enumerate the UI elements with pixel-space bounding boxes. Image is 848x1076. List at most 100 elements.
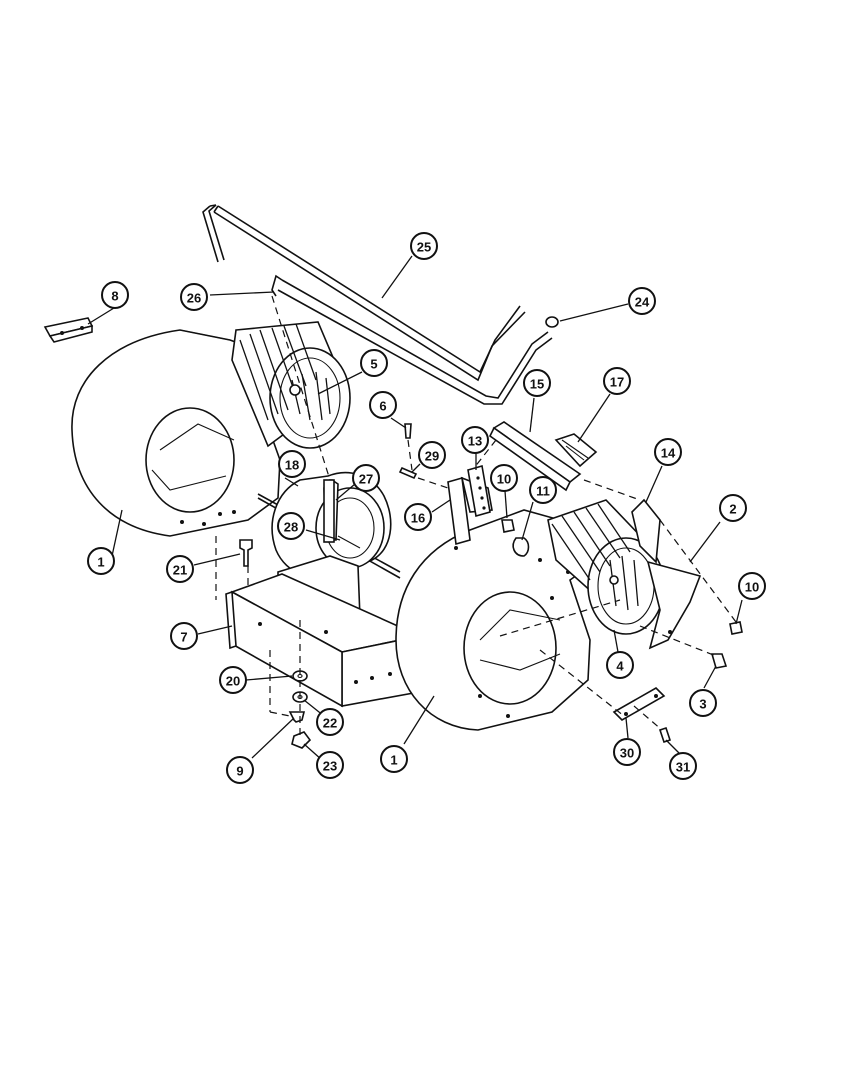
callout-label: 2 [729,502,736,517]
rod-part-25 [202,204,526,382]
callout-circle [87,547,115,575]
callout-label: 20 [226,674,240,689]
callout-label: 13 [468,434,482,449]
callout-20: 20 [219,666,247,694]
callout-25: 25 [410,232,438,260]
callout-circle [461,426,489,454]
callout-label: 8 [111,289,118,304]
cap-part-24 [545,316,559,328]
callout-label: 31 [676,760,690,775]
label-part-17 [554,433,598,468]
callout-1: 1 [380,745,408,773]
callout-6: 6 [369,391,397,419]
callout-label: 25 [417,240,431,255]
callout-circle [369,391,397,419]
callout-28: 28 [277,512,305,540]
callout-label: 27 [359,472,373,487]
callout-label: 29 [425,449,439,464]
callout-24: 24 [628,287,656,315]
callout-4: 4 [606,651,634,679]
callout-circle [316,751,344,779]
callout-5: 5 [360,349,388,377]
callout-label: 17 [610,375,624,390]
callout-circle [669,752,697,780]
callout-3: 3 [689,689,717,717]
callout-14: 14 [654,438,682,466]
callout-17: 17 [603,367,631,395]
base-plate-part-7 [225,573,431,708]
callout-label: 23 [323,759,337,774]
callout-13: 13 [461,426,489,454]
rod-part-26 [271,274,553,405]
callout-label: 16 [411,511,425,526]
callout-circle [278,450,306,478]
callout-15: 15 [523,369,551,397]
leader-lines [87,255,743,761]
bracket-part-13 [467,464,491,518]
callout-circle [170,622,198,650]
callout-circle [654,438,682,466]
callout-label: 21 [173,563,187,578]
callout-label: 3 [699,697,706,712]
callout-21: 21 [166,555,194,583]
screw-part-3 [710,653,728,669]
nut-part-10-upper [501,519,515,533]
callout-9: 9 [226,756,254,784]
clip-part-11 [512,537,530,557]
callout-circle [523,369,551,397]
callout-circle [606,651,634,679]
callout-circle [277,512,305,540]
callout-circle [316,708,344,736]
callout-circle [689,689,717,717]
nut-part-23 [291,731,312,749]
callout-label: 11 [536,484,550,499]
callout-circle [180,283,208,311]
callout-circle [360,349,388,377]
callout-23: 23 [316,751,344,779]
callout-circle [352,464,380,492]
callout-26: 26 [180,283,208,311]
callout-label: 10 [497,472,511,487]
callout-circle [490,464,518,492]
callout-30: 30 [613,738,641,766]
callout-label: 6 [379,399,386,414]
bracket-part-30 [612,687,666,721]
callout-label: 9 [236,764,243,779]
callout-10: 10 [738,572,766,600]
callout-label: 7 [180,630,187,645]
callout-circle [166,555,194,583]
callout-11: 11 [529,476,557,504]
callout-circle [219,666,247,694]
bolt-part-21 [239,539,253,567]
callout-circle [101,281,129,309]
callout-label: 10 [745,580,759,595]
assembly-lines [215,295,737,740]
callout-10: 10 [490,464,518,492]
callout-circle [613,738,641,766]
callout-label: 14 [661,446,676,461]
callout-circle [404,503,432,531]
callout-31: 31 [669,752,697,780]
callout-29: 29 [418,441,446,469]
callout-label: 18 [285,458,299,473]
callout-label: 4 [616,659,624,674]
callout-circle [628,287,656,315]
callout-label: 24 [635,295,650,310]
callout-circle [380,745,408,773]
callout-2: 2 [719,494,747,522]
callout-22: 22 [316,708,344,736]
callout-circle [603,367,631,395]
callout-circle [418,441,446,469]
callout-circle [410,232,438,260]
callout-label: 30 [620,746,634,761]
callout-27: 27 [352,464,380,492]
callout-label: 26 [187,291,201,306]
callout-1: 1 [87,547,115,575]
callout-label: 28 [284,520,298,535]
screw-part-31 [658,726,672,744]
callout-circle [529,476,557,504]
cutoff-plate-part-14 [631,498,661,564]
callout-label: 1 [97,555,104,570]
